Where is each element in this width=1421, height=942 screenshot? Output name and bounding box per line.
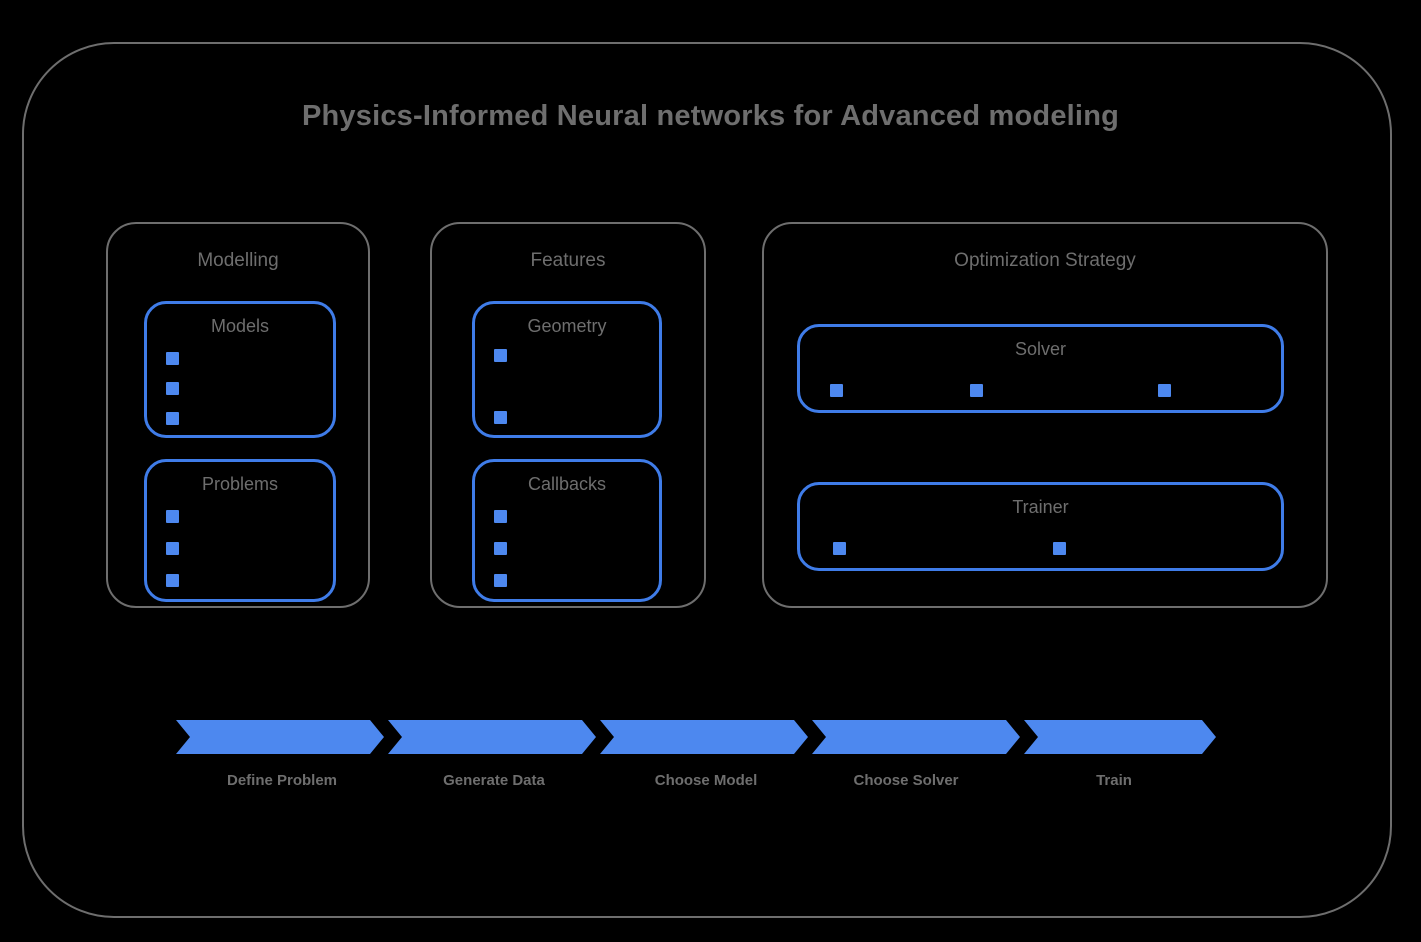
box-title-geometry: Geometry (527, 316, 607, 336)
box-title-models: Models (210, 316, 270, 336)
cube-icon (494, 571, 510, 587)
cube-icon (494, 539, 510, 555)
cube-icon (970, 381, 986, 397)
pipeline-arrow-3[interactable] (600, 720, 808, 754)
cube-icon (166, 539, 182, 555)
box-models[interactable]: Models (144, 301, 336, 438)
group-title-features: Features (530, 250, 606, 271)
cube-icon (1053, 539, 1069, 555)
cube-icon (166, 507, 182, 523)
cube-icon (833, 539, 849, 555)
cube-icon (830, 381, 846, 397)
pipeline-label-4: Choose Solver (853, 772, 959, 789)
box-callbacks[interactable]: Callbacks (472, 459, 662, 602)
box-title-problems: Problems (201, 474, 279, 494)
pipeline-arrow-4[interactable] (812, 720, 1020, 754)
group-panel-modelling: Modelling (106, 222, 370, 608)
cube-icon (166, 571, 182, 587)
cube-icon (166, 379, 182, 395)
group-panel-optimization: Optimization Strategy (762, 222, 1328, 608)
group-title-modelling: Modelling (197, 250, 279, 271)
group-panel-features: Features (430, 222, 706, 608)
pipeline-arrow-1[interactable] (176, 720, 384, 754)
pipeline-label-2: Generate Data (443, 772, 545, 789)
cube-icon (494, 408, 510, 424)
pipeline-arrow-5[interactable] (1024, 720, 1216, 754)
page-title: Physics-Informed Neural networks for Adv… (301, 100, 1120, 132)
box-geometry[interactable]: Geometry (472, 301, 662, 438)
pipeline-flow (176, 720, 1216, 754)
box-title-trainer: Trainer (1012, 497, 1069, 517)
cube-icon (494, 507, 510, 523)
cube-icon (166, 409, 182, 425)
outer-frame (22, 42, 1392, 918)
cube-icon (494, 346, 510, 362)
box-title-callbacks: Callbacks (527, 474, 607, 494)
pipeline-label-1: Define Problem (226, 772, 338, 789)
pipeline-label-3: Choose Model (654, 772, 758, 789)
box-title-solver: Solver (1014, 339, 1067, 359)
box-trainer[interactable]: Trainer (797, 482, 1284, 571)
pipeline-arrow-2[interactable] (388, 720, 596, 754)
cube-icon (166, 349, 182, 365)
cube-icon (1158, 381, 1174, 397)
box-problems[interactable]: Problems (144, 459, 336, 602)
box-solver[interactable]: Solver (797, 324, 1284, 413)
group-title-optimization: Optimization Strategy (954, 250, 1136, 271)
pipeline-label-5: Train (1096, 772, 1132, 789)
